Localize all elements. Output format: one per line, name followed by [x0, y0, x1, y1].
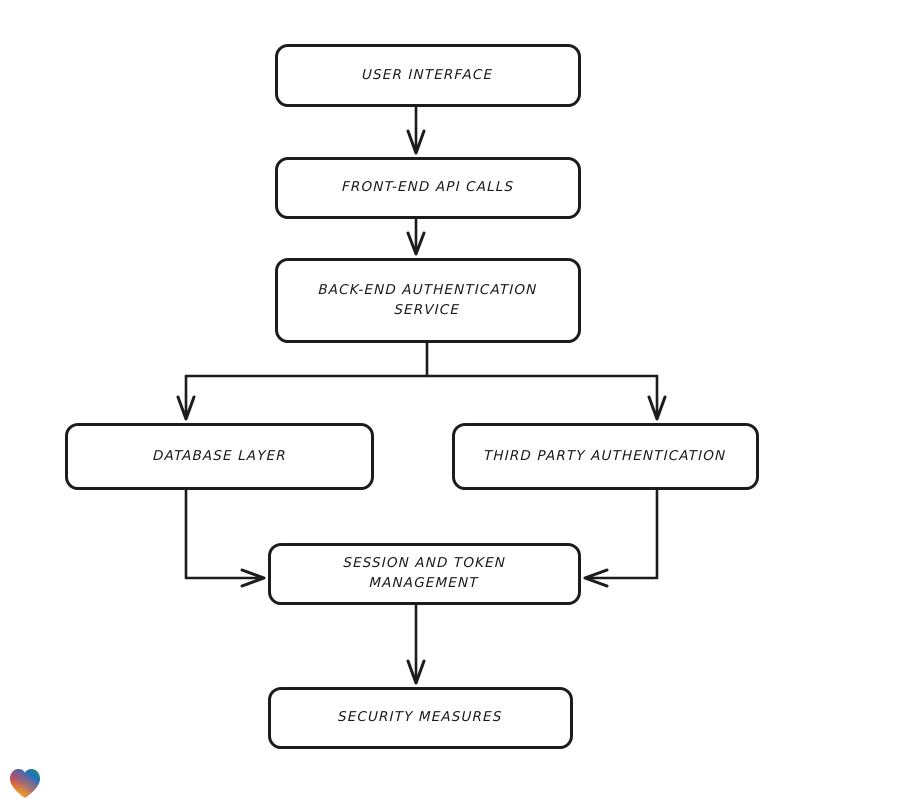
edge-frontend-to-backend	[406, 217, 426, 256]
edge-backend-split	[184, 341, 659, 378]
node-backend-authentication-service[interactable]: Back-End Authentication Service	[275, 258, 581, 343]
heart-icon	[10, 769, 40, 798]
edge-ui-to-frontend	[406, 105, 426, 155]
node-database-layer[interactable]: Database Layer	[65, 423, 374, 490]
node-backend-authentication-service-label: Back-End Authentication Service	[318, 281, 539, 318]
node-frontend-api-calls[interactable]: Front-End API Calls	[275, 157, 581, 219]
node-session-and-token-management[interactable]: Session and Token Management	[268, 543, 581, 605]
node-frontend-api-calls-label: Front-End API Calls	[341, 179, 515, 196]
node-security-measures[interactable]: Security Measures	[268, 687, 573, 749]
edge-database-to-session	[184, 488, 266, 588]
node-user-interface[interactable]: User Interface	[275, 44, 581, 107]
node-user-interface-label: User Interface	[362, 66, 494, 83]
edge-session-to-security	[406, 603, 426, 685]
node-security-measures-label: Security Measures	[338, 709, 504, 726]
edge-thirdparty-to-session	[583, 488, 659, 588]
edge-backend-to-thirdparty	[647, 374, 667, 421]
node-third-party-authentication-label: Third Party Authentication	[484, 447, 727, 464]
node-database-layer-label: Database Layer	[152, 447, 287, 464]
node-session-and-token-management-label: Session and Token Management	[343, 555, 507, 591]
edge-backend-to-database	[176, 374, 196, 421]
node-third-party-authentication[interactable]: Third Party Authentication	[452, 423, 759, 490]
